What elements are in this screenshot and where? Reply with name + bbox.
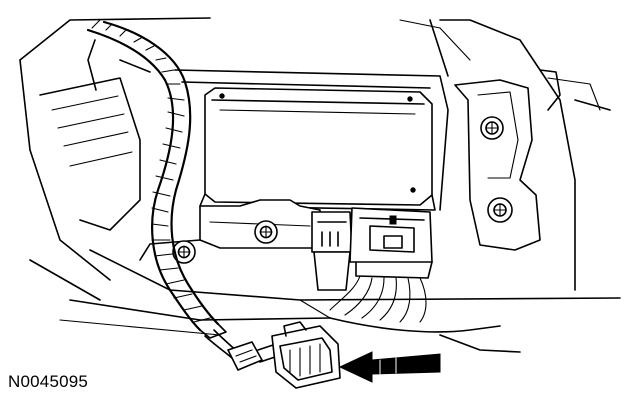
pillar-bolt-upper [480,116,504,140]
control-module [199,87,436,211]
bracket-bolt-left [172,240,196,264]
inline-connector [271,321,341,389]
side-pillar-bracket [439,19,611,291]
harness-branch [204,329,279,371]
module-bolt [254,220,278,244]
pillar-bolt-lower [487,197,513,223]
direction-arrow [338,351,441,383]
module-mounting-base [139,199,321,261]
floor-trim [299,299,521,353]
module-connector-small [311,211,353,291]
wiring-harness [86,19,227,339]
mounting-bracket-upper [174,19,471,211]
figure-id-label: N0045095 [8,372,89,391]
connector-wires [329,275,427,323]
module-connector-large [349,207,433,279]
